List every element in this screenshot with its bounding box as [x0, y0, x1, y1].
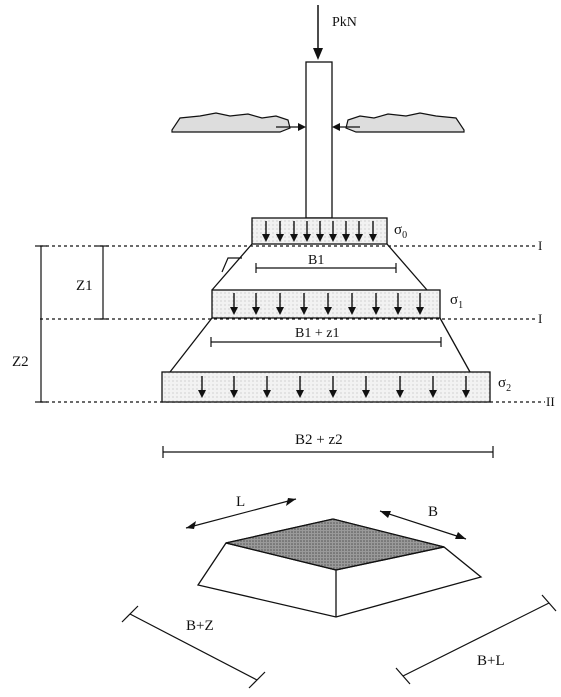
depth-label-z2: Z2	[12, 354, 29, 370]
gripping-hand-icon	[171, 112, 306, 133]
dimension-b1-z1	[210, 337, 442, 347]
stress-block-1	[211, 289, 441, 319]
stress-arrows-0	[262, 221, 377, 242]
level-label-II: II	[546, 394, 555, 409]
depth-dimension-z1	[97, 245, 109, 320]
stress-block-2	[161, 371, 491, 403]
stress-spread-outline	[169, 243, 471, 373]
width-label-b1-z1: B1 + z1	[295, 326, 339, 341]
perspective-label-b-plus-z: B+Z	[186, 618, 214, 634]
dimension-l	[185, 498, 297, 529]
dimension-b-plus-l	[395, 594, 557, 685]
dimension-b2-z2	[162, 446, 494, 458]
stress-label-1: σ1	[450, 292, 463, 311]
point-load-arrow	[313, 5, 323, 60]
stress-arrows-2	[198, 376, 470, 398]
dimension-b	[379, 510, 467, 540]
dimension-b-plus-z	[121, 605, 266, 689]
level-label-I: I	[538, 238, 542, 253]
perspective-label-b-plus-l: B+L	[477, 653, 505, 669]
depth-label-z1: Z1	[76, 278, 93, 294]
gripping-hand-icon	[332, 112, 465, 133]
dimension-b1	[255, 263, 397, 273]
stress-label-0: σ0	[394, 222, 407, 241]
perspective-frustum	[196, 518, 483, 618]
perspective-label-b: B	[428, 504, 438, 520]
depth-dimension-z2	[35, 245, 47, 403]
width-label-b2-z2: B2 + z2	[295, 432, 343, 448]
level-label-I-second: I	[538, 311, 542, 326]
width-label-b1: B1	[308, 253, 324, 268]
column	[305, 61, 333, 219]
stress-arrows-1	[230, 293, 424, 315]
perspective-label-l: L	[236, 494, 245, 510]
stress-label-2: σ2	[498, 375, 511, 394]
load-label: PkN	[332, 15, 357, 30]
